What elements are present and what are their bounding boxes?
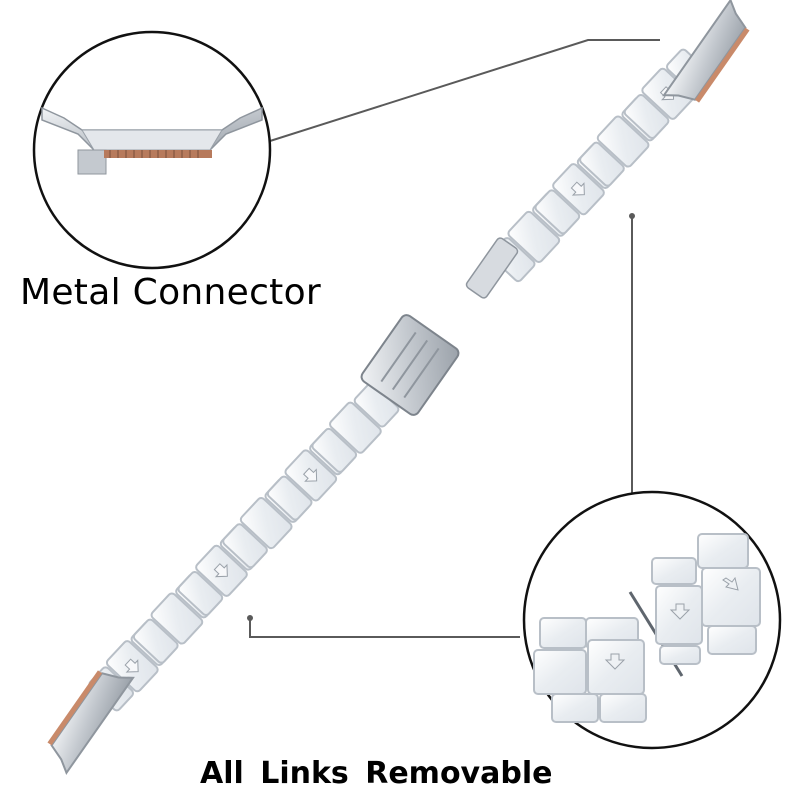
arrow-icon (570, 181, 585, 196)
callout-line-connector (269, 39, 660, 142)
arrow-icon (722, 576, 739, 591)
arrow-icon (124, 658, 139, 673)
band-links (88, 48, 712, 712)
links-detail-callout (522, 490, 782, 750)
arrow-icon (302, 467, 318, 482)
links-detail-image (533, 533, 761, 723)
all-links-removable-caption: All Links Removable (200, 756, 553, 791)
clasp-hinge (465, 237, 519, 299)
arrow-icon (604, 653, 626, 670)
butterfly-clasp (360, 314, 460, 416)
arrow-icon (213, 563, 228, 578)
top-metal-connector (662, 0, 750, 103)
callout-dot (629, 213, 635, 219)
bottom-metal-connector (47, 670, 135, 775)
arrow-icon (669, 603, 691, 620)
right-link-group (651, 533, 761, 665)
left-link-group (533, 617, 647, 723)
watch-band (47, 0, 750, 775)
connector-detail-image (41, 106, 263, 175)
connector-detail-callout (32, 30, 272, 270)
callout-lines (249, 39, 660, 638)
metal-connector-caption: Metal Connector (20, 272, 322, 313)
callout-line-links (249, 618, 520, 638)
callout-dot (247, 615, 253, 621)
band-link (311, 382, 400, 473)
